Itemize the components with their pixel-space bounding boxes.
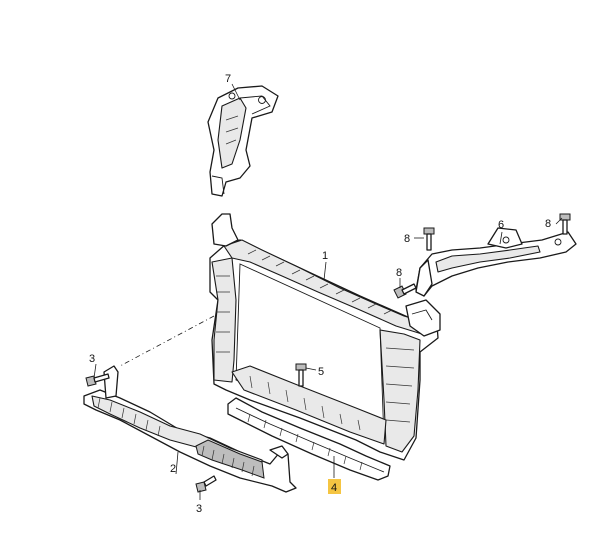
callout-8-right: 8 [545, 218, 551, 230]
bolt-3-upper [85, 373, 110, 387]
callout-5: 5 [318, 366, 324, 378]
callout-7: 7 [225, 73, 231, 85]
bolt-3-lower [195, 475, 217, 493]
highlight-box [328, 479, 341, 494]
bolt-8-right [559, 213, 571, 235]
part-2-spoiler [83, 365, 297, 493]
part-1-frame [209, 213, 441, 461]
part-4-deflector [227, 397, 391, 481]
bolt-8-upper [423, 227, 435, 251]
bolt-8-lower [393, 283, 417, 299]
callout-3-upper: 3 [89, 353, 95, 365]
alignment-line [119, 315, 215, 367]
leader-lines [93, 83, 563, 500]
callout-8-upper: 8 [404, 233, 410, 245]
callout-3-lower: 3 [196, 503, 202, 515]
part-7-bracket [207, 85, 279, 197]
bolt-5 [295, 363, 307, 387]
callout-4: 4 [331, 482, 337, 494]
callout-2: 2 [170, 463, 176, 475]
callout-6: 6 [498, 219, 504, 231]
callout-8-lower: 8 [396, 267, 402, 279]
callout-1: 1 [322, 250, 328, 262]
part-6-bracket [415, 227, 577, 297]
callout-4-highlight: 4 [328, 479, 341, 494]
